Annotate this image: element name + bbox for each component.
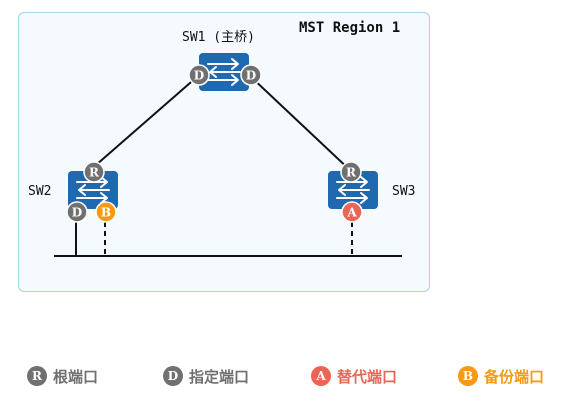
sw2-bottom-left-port-letter: D xyxy=(72,206,82,220)
backup-port-legend-icon: B xyxy=(458,366,478,386)
designated-port-legend-icon: D xyxy=(163,366,183,386)
backup-port-legend-label: 备份端口 xyxy=(484,367,545,386)
sw3-top-port-letter: R xyxy=(346,166,357,180)
alternate-port-legend-label: 替代端口 xyxy=(337,367,398,386)
sw1-left-port-letter: D xyxy=(194,69,204,83)
sw1-right-port-letter: D xyxy=(246,69,256,83)
sw3-bottom-port-letter: A xyxy=(346,206,357,220)
sw3-bottom-port-badge: A xyxy=(341,201,363,223)
alternate-port-legend-icon: A xyxy=(311,366,331,386)
region-title: MST Region 1 xyxy=(299,20,401,36)
legend-alternate-port: A 替代端口 xyxy=(311,364,397,388)
sw2-label: SW2 xyxy=(28,184,52,199)
designated-port-legend-label: 指定端口 xyxy=(189,367,250,386)
legend-root-port: R 根端口 xyxy=(27,364,98,388)
sw1-label: SW1 (主桥) xyxy=(182,30,255,45)
sw2-top-port-badge: R xyxy=(83,161,105,183)
link-sw1-sw3 xyxy=(249,75,353,173)
sw1-right-port-badge: D xyxy=(240,64,262,86)
sw2-bottom-right-port-badge: B xyxy=(95,201,117,223)
sw2-bottom-right-port-letter: B xyxy=(101,206,111,220)
link-sw1-sw2 xyxy=(87,75,199,173)
sw3-top-port-badge: R xyxy=(340,161,362,183)
sw2-top-port-letter: R xyxy=(89,166,100,180)
sw3-label: SW3 xyxy=(392,184,416,199)
legend-backup-port: B 备份端口 xyxy=(458,364,544,388)
legend-designated-port: D 指定端口 xyxy=(163,364,249,388)
root-port-legend-icon: R xyxy=(27,366,47,386)
sw2-bottom-left-port-badge: D xyxy=(66,201,88,223)
root-port-legend-label: 根端口 xyxy=(53,367,99,386)
sw1-left-port-badge: D xyxy=(188,64,210,86)
